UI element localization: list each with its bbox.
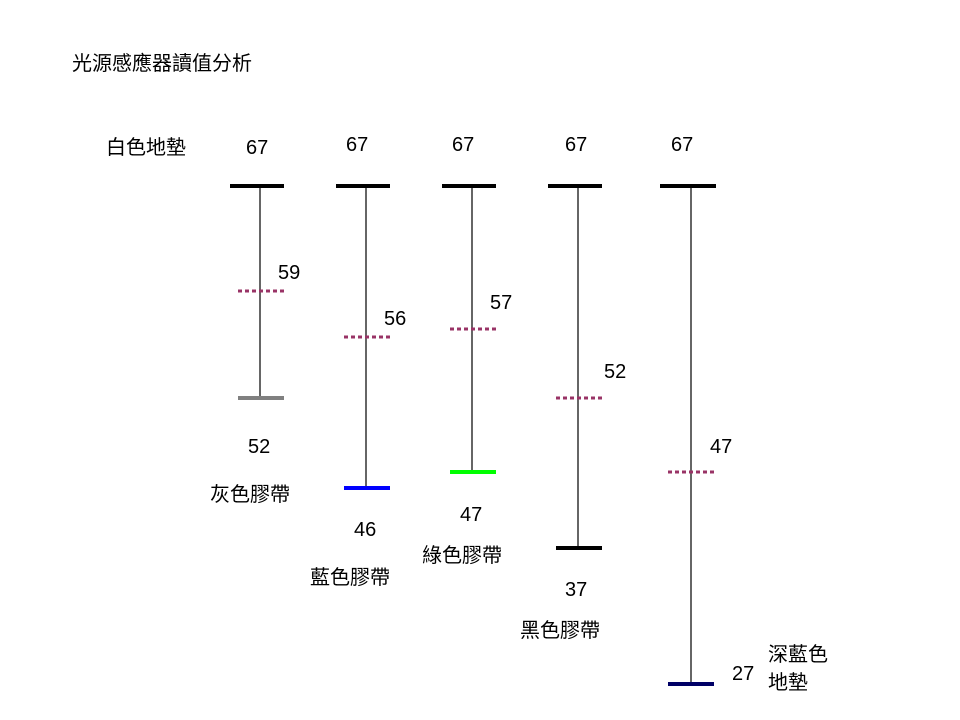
column-5-threshold-value: 47 [710, 436, 733, 458]
column-2-top-value: 67 [346, 134, 369, 156]
column-3-top-value: 67 [452, 134, 475, 156]
column-4-bottom-label: 黑色膠帶 [520, 618, 600, 642]
page-title: 光源感應器讀值分析 [72, 51, 252, 75]
column-3-bottom-label: 綠色膠帶 [422, 543, 502, 567]
column-3-bottom-value: 47 [460, 504, 483, 526]
column-2-threshold-value: 56 [384, 308, 407, 330]
column-5-top-value: 67 [671, 134, 694, 156]
column-1-top-value: 67 [246, 137, 269, 159]
column-3-threshold-value: 57 [490, 292, 513, 314]
column-2-bottom-value: 46 [354, 519, 377, 541]
column-5-bottom-value: 27 [732, 663, 755, 685]
column-1-bottom-label: 灰色膠帶 [210, 482, 290, 506]
column-4-top-value: 67 [565, 134, 588, 156]
column-4-bottom-value: 37 [565, 579, 588, 601]
column-1-bottom-value: 52 [248, 436, 271, 458]
column-5-bottom-label: 深藍色 地墊 [768, 642, 828, 694]
white-mat-label: 白色地墊 [106, 135, 186, 159]
column-1-threshold-value: 59 [278, 262, 301, 284]
column-2-bottom-label: 藍色膠帶 [310, 565, 390, 589]
column-4-threshold-value: 52 [604, 361, 627, 383]
